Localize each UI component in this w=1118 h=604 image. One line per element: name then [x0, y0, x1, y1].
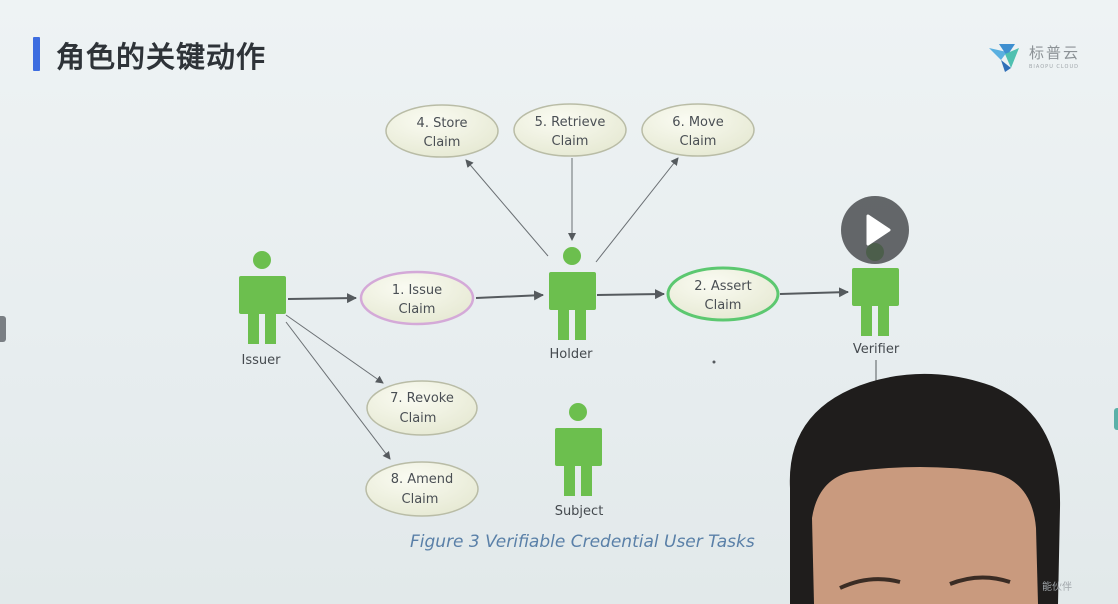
arrow-issue-to-holder: [475, 290, 544, 301]
actor-subject: Subject: [555, 403, 604, 519]
use-case-retrieve: 5. Retrieve Claim: [513, 103, 627, 157]
arrow-holder-to-move: [595, 157, 679, 263]
use-case-store-line1: 4. Store: [417, 116, 468, 131]
use-case-assert-line2: Claim: [705, 298, 742, 313]
bird-logo-icon: [989, 44, 1019, 72]
stray-dot: [712, 360, 716, 364]
use-case-issue: 1. Issue Claim: [359, 270, 475, 326]
logo-name: 标普云: [1029, 44, 1081, 62]
actor-verifier-label: Verifier: [853, 342, 900, 357]
arrow-assert-to-verifier: [779, 287, 849, 298]
actor-holder-label: Holder: [550, 347, 594, 362]
arrow-holder-to-assert: [596, 289, 665, 300]
connector-lines: [285, 157, 877, 460]
use-case-store: 4. Store Claim: [385, 104, 499, 158]
logo-subtitle: BIAOPU CLOUD: [1029, 64, 1079, 70]
actor-subject-label: Subject: [555, 504, 604, 519]
use-case-amend: 8. Amend Claim: [365, 461, 479, 517]
use-case-store-line2: Claim: [424, 135, 461, 150]
use-case-revoke-line2: Claim: [400, 411, 437, 426]
arrow-issuer-to-amend: [285, 321, 391, 460]
arrow-issuer-to-issue: [287, 293, 357, 304]
use-case-issue-line2: Claim: [399, 302, 436, 317]
use-case-assert: 2. Assert Claim: [666, 266, 780, 322]
use-case-revoke: 7. Revoke Claim: [366, 380, 478, 436]
arrow-issuer-to-revoke: [285, 314, 384, 384]
use-case-issue-line1: 1. Issue: [392, 283, 442, 298]
use-case-revoke-line1: 7. Revoke: [390, 391, 454, 406]
use-case-move-line1: 6. Move: [672, 115, 723, 130]
figure-caption: Figure 3 Verifiable Credential User Task…: [410, 532, 755, 552]
use-case-retrieve-line2: Claim: [552, 134, 589, 149]
use-case-amend-line1: 8. Amend: [391, 472, 454, 487]
presenter-video-overlay: [789, 373, 1061, 604]
company-logo: 标普云 BIAOPU CLOUD: [985, 38, 1097, 78]
use-case-move-line2: Claim: [680, 134, 717, 149]
use-case-retrieve-line1: 5. Retrieve: [535, 115, 606, 130]
actor-issuer-label: Issuer: [242, 353, 282, 368]
title-accent-bar: [33, 37, 40, 71]
footer-text: 能伙伴: [1042, 582, 1072, 593]
use-case-assert-line1: 2. Assert: [694, 279, 751, 294]
play-button[interactable]: [841, 196, 909, 264]
slide-title: 角色的关键动作: [56, 40, 267, 74]
left-edge-handle[interactable]: [0, 316, 6, 342]
use-case-move: 6. Move Claim: [641, 103, 755, 157]
arrow-holder-to-store: [465, 159, 549, 257]
right-edge-handle[interactable]: [1114, 408, 1118, 430]
use-case-amend-line2: Claim: [402, 492, 439, 507]
actor-issuer: Issuer: [239, 251, 286, 368]
play-icon: [866, 214, 891, 246]
actor-holder: Holder: [549, 247, 596, 362]
